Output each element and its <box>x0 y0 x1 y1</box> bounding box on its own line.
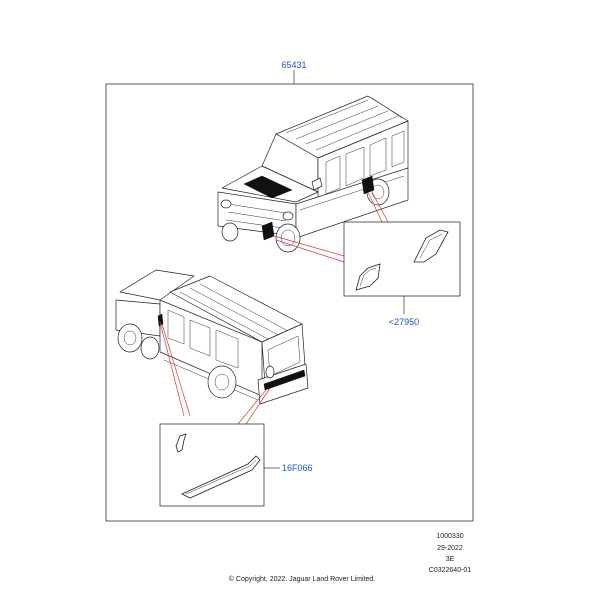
front-leader-2 <box>275 239 345 263</box>
front-part-left <box>355 263 381 291</box>
kit-frame <box>105 83 474 522</box>
vehicle-front-view <box>217 95 409 253</box>
callout-front-part[interactable]: <27950 <box>389 317 419 327</box>
rear-leader-3 <box>237 389 267 425</box>
meta-line-1: 1000330 <box>436 533 463 540</box>
front-leader-4 <box>371 191 389 223</box>
vehicle-rear-view <box>115 269 309 405</box>
meta-line-4: C0322640-01 <box>429 567 472 574</box>
rear-leader-4 <box>245 387 271 425</box>
callout-rear-part[interactable]: 16F066 <box>282 463 313 473</box>
rear-leader-1 <box>159 321 185 417</box>
front-parts-box <box>343 221 461 297</box>
callout-main-kit[interactable]: 65431 <box>281 60 306 70</box>
rear-leader-2 <box>161 323 191 417</box>
meta-line-3: 3E <box>446 556 455 563</box>
front-leader-3 <box>367 191 383 223</box>
rear-part-small <box>175 433 187 453</box>
rear-part-strip <box>181 455 261 499</box>
front-leader-1 <box>273 235 345 257</box>
front-part-right <box>413 229 449 263</box>
rear-parts-box <box>159 423 265 507</box>
copyright-text: © Copyright, 2022. Jaguar Land Rover Lim… <box>229 575 375 583</box>
meta-line-2: 29-2022 <box>437 545 463 552</box>
